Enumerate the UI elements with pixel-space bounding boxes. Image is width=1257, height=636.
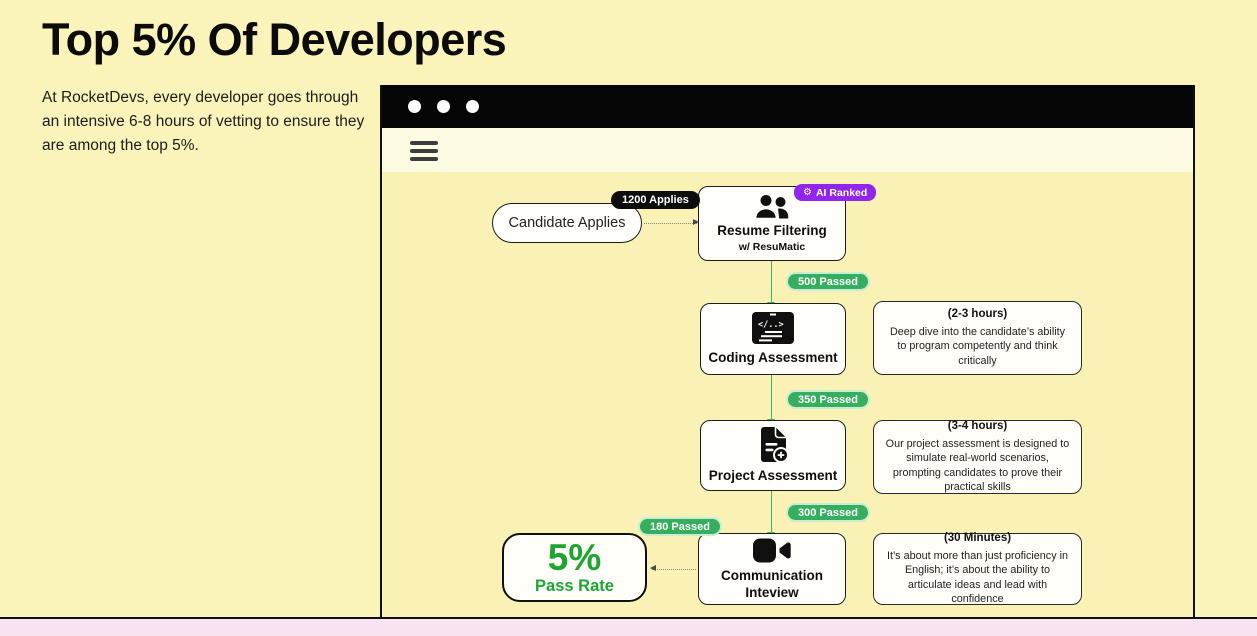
project-assessment-box: Project Assessment bbox=[700, 420, 846, 491]
window-titlebar bbox=[382, 85, 1193, 128]
resume-filtering-subtitle: w/ ResuMatic bbox=[738, 240, 806, 253]
page-title: Top 5% Of Developers bbox=[42, 14, 507, 65]
arrow-resume-to-coding bbox=[767, 261, 775, 309]
coding-assessment-title: Coding Assessment bbox=[708, 350, 838, 366]
svg-text:</..>: </..> bbox=[758, 320, 784, 330]
applies-count-badge: 1200 Applies bbox=[611, 191, 700, 209]
project-assessment-title: Project Assessment bbox=[708, 468, 838, 484]
coding-note-card: (2-3 hours) Deep dive into the candidate… bbox=[873, 301, 1082, 375]
window-dot bbox=[408, 100, 421, 113]
project-note-card: (3-4 hours) Our project assessment is de… bbox=[873, 420, 1082, 494]
window-menubar bbox=[382, 128, 1193, 172]
candidate-applies-pill: Candidate Applies bbox=[492, 203, 642, 243]
ai-ranked-label: AI Ranked bbox=[815, 186, 868, 199]
gear-icon: ⚙︎ bbox=[803, 186, 812, 198]
pink-footer-strip bbox=[0, 617, 1257, 636]
pass-rate-label: Pass Rate bbox=[535, 577, 614, 596]
browser-window: Candidate Applies 1200 Applies Resume Fi… bbox=[380, 85, 1195, 617]
ai-ranked-badge: ⚙︎ AI Ranked bbox=[794, 184, 877, 201]
candidate-applies-label: Candidate Applies bbox=[508, 215, 626, 231]
hamburger-icon[interactable] bbox=[410, 141, 438, 161]
project-note-title: (3-4 hours) bbox=[947, 419, 1008, 432]
page-subtitle: At RocketDevs, every developer goes thro… bbox=[42, 89, 365, 154]
window-dot bbox=[437, 100, 450, 113]
pass-rate-box: 5% Pass Rate bbox=[502, 533, 647, 602]
flow-canvas: Candidate Applies 1200 Applies Resume Fi… bbox=[382, 172, 1193, 617]
video-camera-icon bbox=[752, 537, 792, 564]
communication-interview-box: Communication Inteview bbox=[698, 533, 846, 605]
arrow-coding-to-project bbox=[767, 375, 775, 426]
communication-note-card: (30 Minutes) It’s about more than just p… bbox=[873, 531, 1082, 605]
communication-note-title: (30 Minutes) bbox=[943, 531, 1012, 544]
project-note-body: Our project assessment is designed to si… bbox=[885, 437, 1070, 493]
document-plus-icon bbox=[757, 426, 790, 464]
communication-note-body: It’s about more than just proficiency in… bbox=[886, 549, 1069, 605]
arrow-project-to-communication bbox=[767, 491, 775, 539]
coding-note-title: (2-3 hours) bbox=[947, 307, 1008, 320]
window-dot bbox=[466, 100, 479, 113]
people-icon bbox=[754, 194, 790, 220]
passed-badge-180: 180 Passed bbox=[638, 517, 722, 536]
passed-badge-350: 350 Passed bbox=[786, 390, 870, 409]
resume-filtering-title: Resume Filtering bbox=[717, 223, 827, 239]
passed-badge-300: 300 Passed bbox=[786, 503, 870, 522]
connector-start-to-resume bbox=[644, 219, 699, 226]
coding-assessment-box: </..> Coding Assessment bbox=[700, 303, 846, 375]
pass-rate-value: 5% bbox=[547, 536, 602, 578]
code-window-icon: </..> bbox=[751, 311, 795, 345]
connector-communication-to-result bbox=[650, 565, 696, 572]
communication-interview-title: Communication Inteview bbox=[720, 568, 823, 600]
coding-note-body: Deep dive into the candidate’s ability t… bbox=[889, 325, 1066, 367]
passed-badge-500: 500 Passed bbox=[786, 272, 870, 291]
